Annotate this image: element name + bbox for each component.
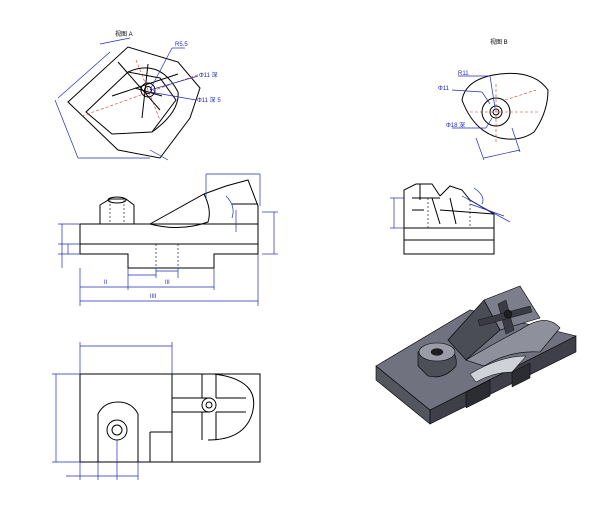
view-a: 视图 A R5.5 Φ11 深 Φ	[54, 30, 221, 161]
iso-slot-notch-2	[511, 362, 531, 388]
view-b-centerlines	[470, 84, 540, 142]
bottom-view	[52, 342, 261, 480]
iso-slot-notch	[465, 379, 491, 409]
view-b: 视图 B R11 Φ11 Φ18 深	[438, 38, 549, 161]
view-a-label-3: Φ11 深 5	[197, 96, 221, 104]
view-b-dimensions: R11 Φ11 Φ18 深	[438, 71, 521, 161]
view-b-label-3: Φ18 深	[446, 121, 465, 129]
iso-top-hole	[503, 309, 513, 319]
bottom-view-outline	[79, 373, 261, 463]
view-a-label-1: R5.5	[175, 42, 188, 48]
side-view-outline	[403, 183, 495, 255]
iso-curved-face-highlight	[469, 355, 527, 383]
bottom-view-dimensions	[52, 342, 173, 480]
iso-saddle-curve	[465, 320, 561, 367]
view-a-title: 视图 A	[115, 30, 133, 38]
iso-boss-hole	[430, 348, 444, 356]
side-view-dimensions	[390, 187, 511, 229]
side-view	[390, 183, 511, 255]
view-b-outline	[461, 72, 549, 140]
view-b-title: 视图 B	[490, 38, 508, 46]
svg-text:ǀǀ: ǀǀ	[104, 280, 108, 286]
front-view-dimensions: ǀǀǀǀ ǀǀ ǀǀǀ	[58, 173, 278, 306]
front-view-outline	[79, 179, 259, 269]
front-view: ǀǀǀǀ ǀǀ ǀǀǀ	[58, 173, 278, 306]
view-a-outline	[67, 46, 201, 159]
view-b-label-1: R11	[458, 71, 469, 77]
view-b-label-2: Φ11	[438, 86, 450, 92]
view-a-label-2: Φ11 深	[199, 71, 218, 79]
isometric-model	[375, 285, 577, 425]
svg-text:ǀǀǀǀ: ǀǀǀǀ	[150, 294, 157, 300]
svg-text:ǀǀǀ: ǀǀǀ	[165, 280, 170, 286]
view-a-centerlines	[81, 59, 201, 121]
view-a-dimensions: R5.5 Φ11 深 Φ11 深 5	[54, 37, 221, 161]
